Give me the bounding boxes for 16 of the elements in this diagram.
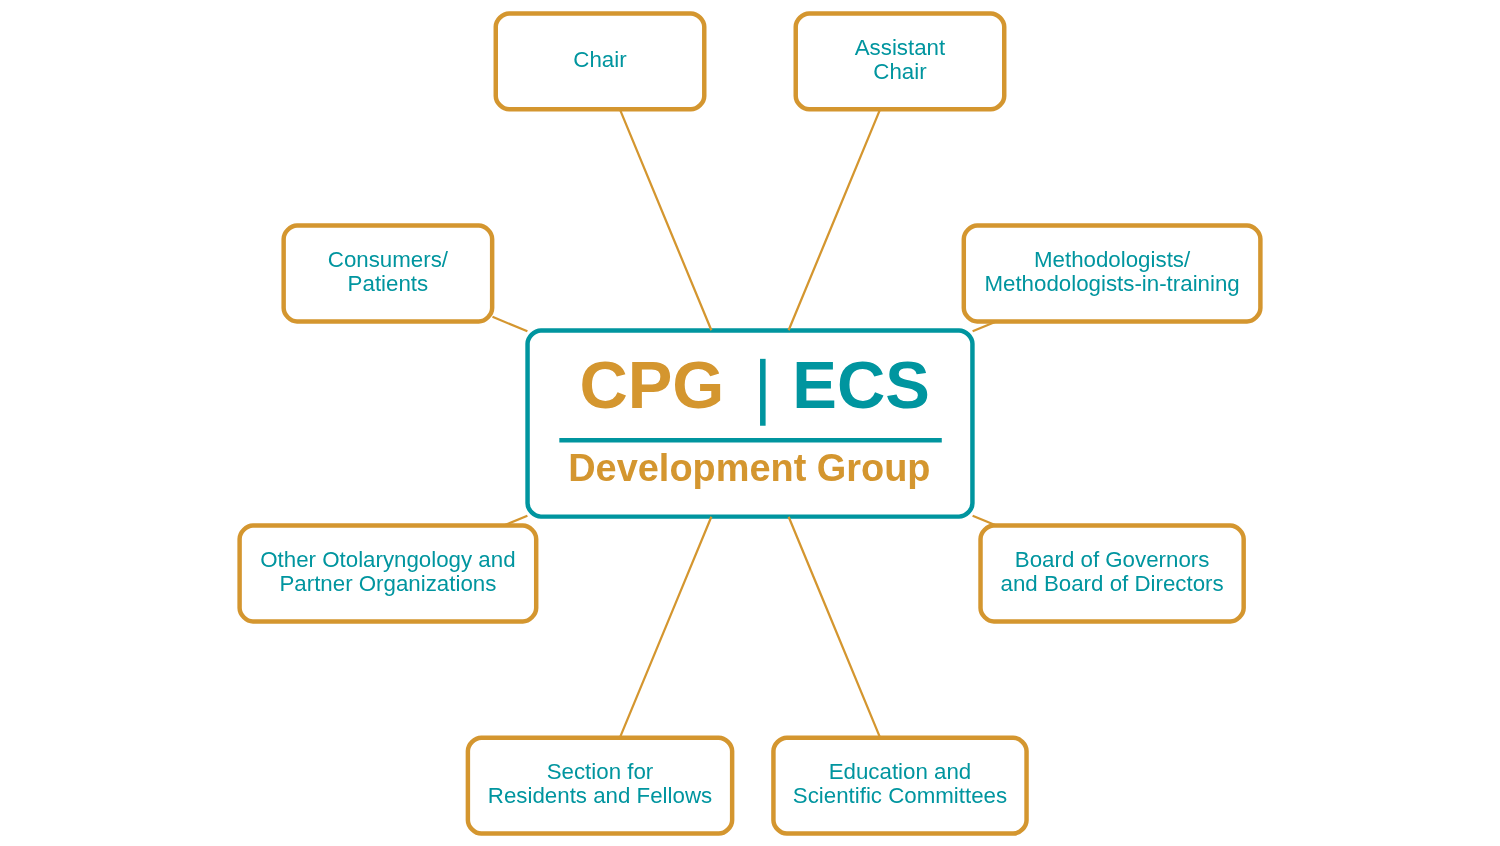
node-box: Consumers/ Patients <box>281 222 495 324</box>
connector <box>787 515 882 738</box>
connector <box>972 514 997 527</box>
node-box: Methodologists/ Methodologists-in-training <box>961 222 1263 324</box>
node-box: CPG ECS Development Group <box>525 327 975 519</box>
node-box: Education and Scientific Committees <box>771 734 1029 836</box>
connector <box>492 315 528 332</box>
node-box: Chair <box>493 10 707 112</box>
connector <box>618 108 713 331</box>
connector <box>503 514 528 527</box>
connector <box>787 108 882 331</box>
connector <box>618 515 713 738</box>
node-box: Board of Governors and Board of Directors <box>978 522 1246 624</box>
node-box: Assistant Chair <box>793 10 1007 112</box>
node-box: Other Otolaryngology and Partner Organizations <box>237 522 539 624</box>
node-box: Section for Residents and Fellows <box>465 734 735 836</box>
